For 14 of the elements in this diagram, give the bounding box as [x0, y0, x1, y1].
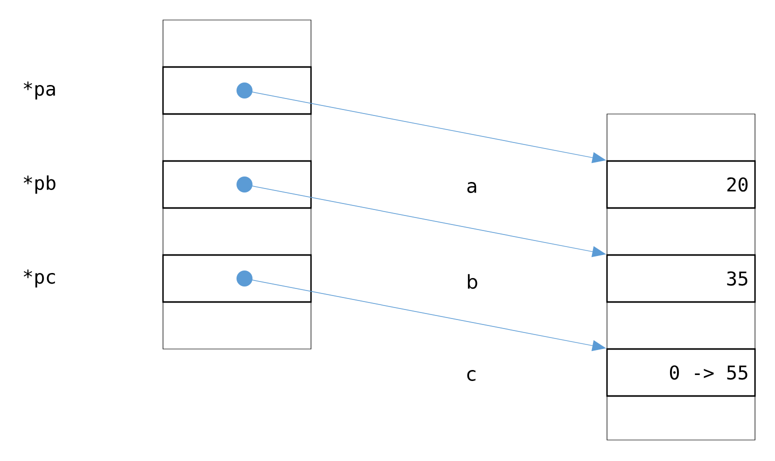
- variable-name: c: [467, 370, 476, 381]
- pointer-name: *pc: [24, 269, 55, 288]
- pointer-name: *pb: [24, 175, 56, 194]
- memory-cell: [162, 160, 312, 209]
- memory-cell: [162, 254, 312, 303]
- memory-column: [162, 20, 312, 350]
- memory-cell: [162, 66, 312, 115]
- cell-value: 20: [727, 177, 748, 192]
- cell-value: 35: [727, 271, 748, 286]
- variable-name: b: [468, 274, 478, 289]
- variable-name: a: [467, 182, 476, 193]
- pointer-name: *pa: [24, 81, 55, 100]
- cell-value: 0 -> 55: [670, 365, 748, 380]
- memory-column: [606, 114, 756, 440]
